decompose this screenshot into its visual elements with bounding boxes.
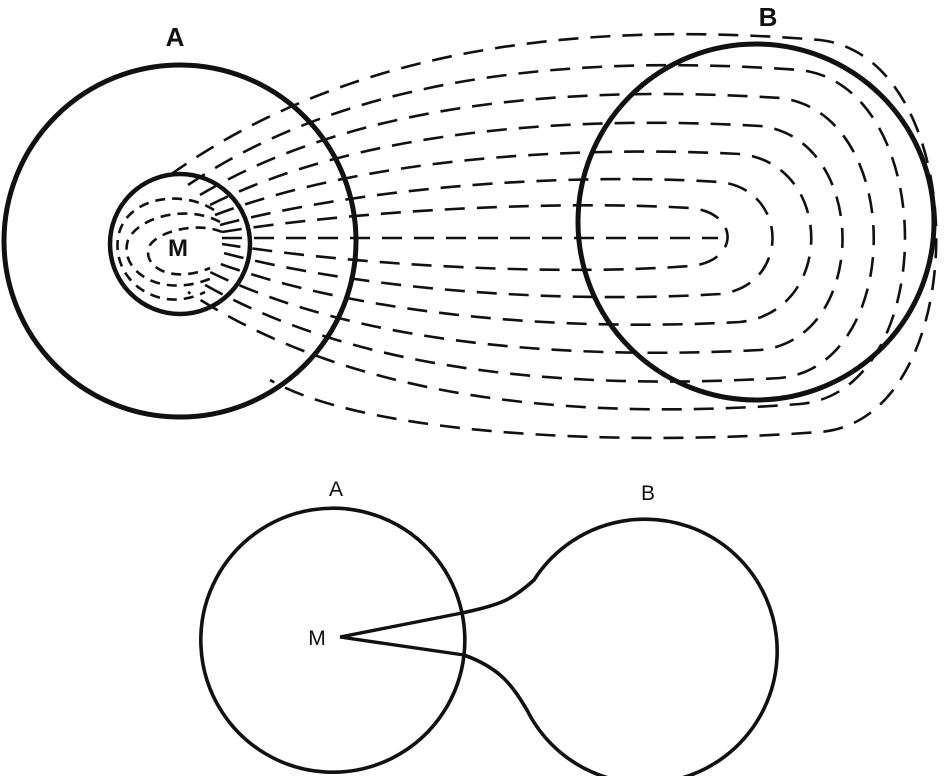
field-line-7 — [187, 63, 907, 411]
label-m-bottom: M — [308, 627, 326, 650]
inner-curl-1 — [146, 226, 223, 276]
top-figure: A B M — [1, 2, 938, 440]
label-b-top: B — [759, 2, 778, 32]
circle-m-top — [107, 171, 253, 317]
label-a-bottom: A — [329, 478, 343, 501]
field-line-5 — [209, 121, 844, 355]
outline-ab-bottom — [199, 506, 779, 776]
bottom-figure: A B M — [199, 478, 779, 776]
field-line-4 — [214, 150, 813, 327]
field-line-6 — [199, 92, 875, 383]
inner-dashed-curls — [116, 197, 223, 301]
circle-a-top — [1, 62, 359, 420]
inner-curl-3 — [116, 197, 215, 301]
circle-b-top — [575, 41, 937, 403]
field-line-2 — [221, 203, 729, 272]
dashed-field-lines — [169, 32, 938, 440]
label-m-top: M — [168, 235, 188, 262]
circle-a-bottom-inner-arc — [460, 612, 467, 656]
label-a-top: A — [166, 22, 185, 52]
field-line-3 — [219, 177, 774, 299]
field-line-8 — [169, 32, 938, 440]
inner-curl-2 — [125, 212, 221, 287]
wedge-from-m — [339, 611, 465, 657]
label-b-bottom: B — [641, 482, 655, 505]
